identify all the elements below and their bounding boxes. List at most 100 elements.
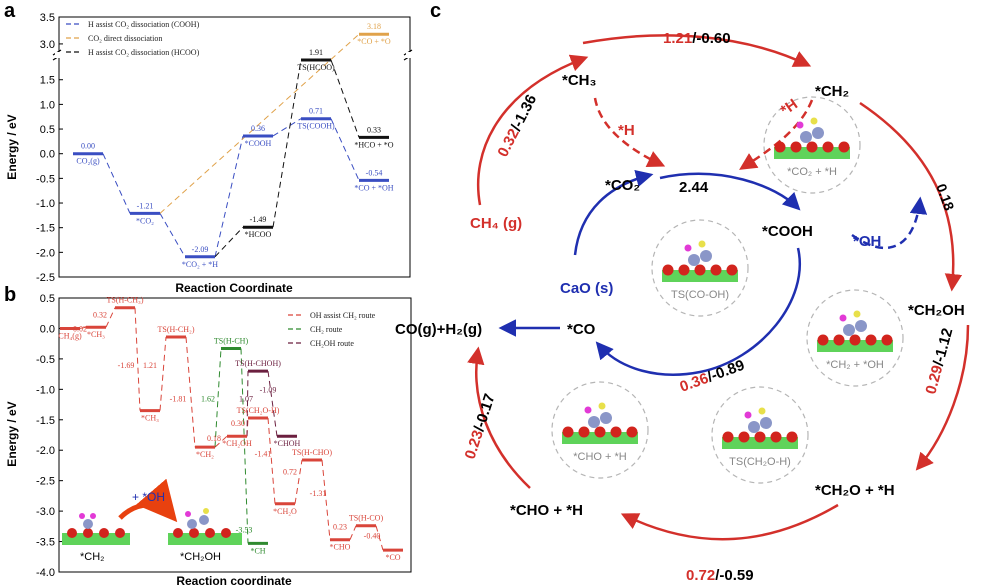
inset-o-atom bbox=[626, 426, 638, 438]
chart-a-value-label: 0.33 bbox=[367, 125, 381, 134]
arrow-oh bbox=[851, 196, 928, 250]
inset-o-atom bbox=[578, 426, 590, 438]
inset-o-atom bbox=[694, 264, 706, 276]
energy-ch2oh-ch2o: 0.29/-1.12 bbox=[922, 326, 956, 396]
chart-a-state-label: *CO + *O bbox=[357, 37, 391, 46]
chart-b-energy-label: 0.30 bbox=[231, 419, 245, 428]
chart-a-connector bbox=[272, 59, 302, 228]
chart-b-state-label: *CH₂O bbox=[273, 507, 297, 516]
chart-b-connector bbox=[159, 336, 167, 411]
energy-cooh-co: 0.36/-0.89 bbox=[678, 357, 747, 396]
inset-o-atom bbox=[822, 141, 834, 153]
chart-b-energy-label: -1.81 bbox=[170, 395, 187, 404]
chart-b-connector bbox=[79, 326, 87, 329]
species-cao: CaO (s) bbox=[560, 280, 613, 297]
chart-a-ytick-label: 0.5 bbox=[40, 124, 55, 136]
energy-ch2o-cho: 0.72/-0.59 bbox=[686, 567, 754, 584]
chart-a-value-label: 3.18 bbox=[367, 22, 381, 31]
chart-a-break-gap-left bbox=[55, 52, 63, 58]
chart-b-legend-label: OH assist CH₂ route bbox=[310, 311, 376, 320]
inset-c-atom bbox=[810, 117, 818, 125]
chart-b-state-label: TS(H-CH₃) bbox=[106, 296, 143, 305]
inset-ca-atom bbox=[800, 131, 812, 143]
chart-b-state-label: TS(H-CH) bbox=[214, 337, 249, 346]
inset-arrow-label: + *OH bbox=[132, 490, 165, 504]
arrow-ch4-ch3 bbox=[476, 54, 589, 206]
inset-o-atom bbox=[881, 334, 893, 346]
chart-a-connector bbox=[272, 118, 302, 137]
chart-a-state-label: *COOH bbox=[245, 139, 272, 148]
chart-a-value-label: -0.54 bbox=[366, 168, 383, 177]
chart-a-value-label: 0.36 bbox=[251, 124, 265, 133]
chart-a-value-label: -1.21 bbox=[137, 201, 154, 210]
chart-b-ytick-label: 0.5 bbox=[40, 293, 55, 305]
chart-b-state-label: *CH₂ bbox=[196, 450, 214, 459]
species-ch2: *CH₂ bbox=[815, 83, 849, 100]
chart-a-state-label: *CO₂ bbox=[136, 216, 154, 225]
chart-a-connector bbox=[330, 59, 360, 138]
inset-label: *CH₂ + *OH bbox=[826, 359, 884, 371]
chart-b-energy-label: -1.31 bbox=[310, 489, 327, 498]
chart-b-state-label: TS(CH₂O-H) bbox=[237, 406, 280, 415]
inset-o-atom bbox=[786, 431, 798, 443]
chart-a-state-label: TS(HCOO) bbox=[297, 63, 335, 72]
chart-a-ylabel: Energy / eV bbox=[5, 114, 19, 179]
chart-b-connector bbox=[214, 435, 228, 448]
inset-o-atom bbox=[562, 426, 574, 438]
chart-b-state-label: *CH bbox=[250, 546, 265, 555]
chart-b-energy-label: 0.18 bbox=[207, 434, 221, 443]
chart-a-connector bbox=[102, 153, 131, 214]
chart-b-ytick-label: -1.5 bbox=[36, 415, 55, 427]
chart-a-state-label: TS(COOH) bbox=[297, 122, 335, 131]
panel-label-b: b bbox=[4, 284, 16, 306]
arrow-cooh-co bbox=[595, 247, 801, 376]
inset-o-atom bbox=[790, 141, 802, 153]
chart-a: -2.5-2.0-1.5-1.0-0.50.00.51.01.53.03.5 0… bbox=[5, 12, 414, 295]
inset-c-atom bbox=[698, 240, 706, 248]
inset-ca-atom bbox=[748, 421, 760, 433]
inset-o-atom bbox=[817, 334, 829, 346]
inset-o-atom bbox=[610, 426, 622, 438]
energy-ch3-ch2: 1.21/-0.60 bbox=[663, 30, 731, 47]
species-ch4: CH₄ (g) bbox=[470, 215, 522, 232]
inset-o-atom bbox=[594, 426, 606, 438]
species-co2: *CO₂ bbox=[605, 177, 640, 194]
chart-a-state-label: *CO + *OH bbox=[354, 183, 393, 192]
chart-a-connector bbox=[159, 33, 360, 214]
chart-b-state-label: *CH₃ bbox=[141, 414, 159, 423]
chart-a-ytick-label: -1.5 bbox=[36, 223, 55, 235]
inset-o-atom bbox=[726, 264, 738, 276]
chart-a-connector bbox=[159, 213, 186, 258]
inset-c-atom bbox=[853, 310, 861, 318]
inset-o-atom bbox=[833, 334, 845, 346]
chart-b-state-label: *CH₂OH bbox=[222, 439, 252, 448]
chart-a-ytick-label: 1.0 bbox=[40, 99, 55, 111]
chart-b-connector bbox=[105, 307, 116, 328]
chart-b-state-label: CH₄(g) bbox=[58, 331, 82, 340]
chart-a-legend-label: H assist CO₂ dissociation (HCOO) bbox=[88, 48, 200, 57]
chart-b-energy-label: -1.69 bbox=[118, 361, 135, 370]
chart-a-ytick-label: -0.5 bbox=[36, 173, 55, 185]
inset-label: TS(CO-OH) bbox=[671, 289, 729, 301]
chart-a-value-label: 0.71 bbox=[309, 107, 323, 116]
chart-b-state-label: *CO bbox=[385, 553, 400, 562]
inset-label: *CO₂ + *H bbox=[787, 166, 837, 178]
inset-o-atom bbox=[774, 141, 786, 153]
chart-b-connector bbox=[321, 459, 331, 540]
chart-a-legend-label: CO₂ direct dissociation bbox=[88, 34, 162, 43]
inset-o-atom bbox=[865, 334, 877, 346]
chart-b-state-label: *CH₃ bbox=[87, 330, 105, 339]
inset-ts-cooh: TS(CO-OH) bbox=[651, 219, 749, 317]
arrow-ch2o-cho bbox=[620, 503, 839, 541]
chart-b-connector bbox=[134, 307, 141, 411]
chart-b-energy-label: 1.21 bbox=[143, 361, 157, 370]
inset-o-atom bbox=[849, 334, 861, 346]
inset-h-atom bbox=[796, 121, 804, 129]
inset-ts-ch2o: TS(CH₂O-H) bbox=[711, 386, 809, 484]
chart-b-frame bbox=[58, 297, 412, 573]
inset-circle bbox=[711, 386, 809, 484]
panel-label-a: a bbox=[4, 0, 16, 22]
chart-b-legend-label: CH₂OH route bbox=[310, 339, 354, 348]
chart-a-state-label: CO₂(g) bbox=[76, 157, 100, 166]
species-cho-h: *CHO + *H bbox=[510, 502, 583, 519]
